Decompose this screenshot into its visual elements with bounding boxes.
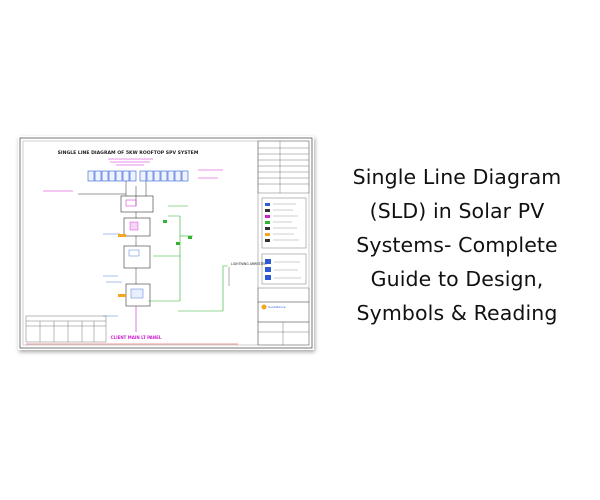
headline-line-2: (SLD) in Solar PV	[369, 199, 545, 223]
headline-line-1: Single Line Diagram	[352, 165, 562, 189]
bom-table	[25, 315, 107, 343]
earth-pits	[163, 220, 192, 245]
label-tag-1	[118, 234, 126, 237]
inverter-box	[123, 217, 151, 237]
pv-array	[87, 170, 189, 182]
logo-text: SunAlliance	[268, 305, 286, 309]
dcdb-switch	[125, 199, 137, 207]
dc-combiner-box	[120, 195, 154, 213]
logo-sun-icon	[261, 304, 267, 310]
acdb-box	[123, 245, 151, 269]
client-panel-label: CLIENT MAIN LT PANEL	[111, 335, 162, 340]
lightning-arrester-label: LIGHTNING ARRESTER	[231, 262, 267, 266]
earthing-wiring	[148, 205, 228, 312]
headline-line-3: Systems- Complete	[356, 233, 558, 257]
sld-drawing: SINGLE LINE DIAGRAM OF 5KW ROOFTOP SPV S…	[19, 137, 313, 349]
meter-icon	[130, 288, 144, 299]
sheet-border	[19, 137, 313, 349]
inverter-icon	[129, 221, 139, 231]
title-block	[257, 140, 310, 346]
legend-text-lines	[273, 203, 301, 279]
diagram-title: SINGLE LINE DIAGRAM OF 5KW ROOFTOP SPV S…	[58, 150, 199, 156]
side-labels	[103, 233, 122, 317]
sld-drawing-sheet: SINGLE LINE DIAGRAM OF 5KW ROOFTOP SPV S…	[18, 136, 314, 350]
headline-line-5: Symbols & Reading	[356, 301, 558, 325]
headline-line-4: Guide to Design,	[370, 267, 544, 291]
legend-symbols	[265, 203, 271, 280]
label-tag-2	[118, 294, 126, 297]
array-notes	[43, 158, 223, 192]
sheet-inner-border	[22, 140, 310, 346]
article-headline: Single Line Diagram (SLD) in Solar PV Sy…	[322, 160, 592, 330]
